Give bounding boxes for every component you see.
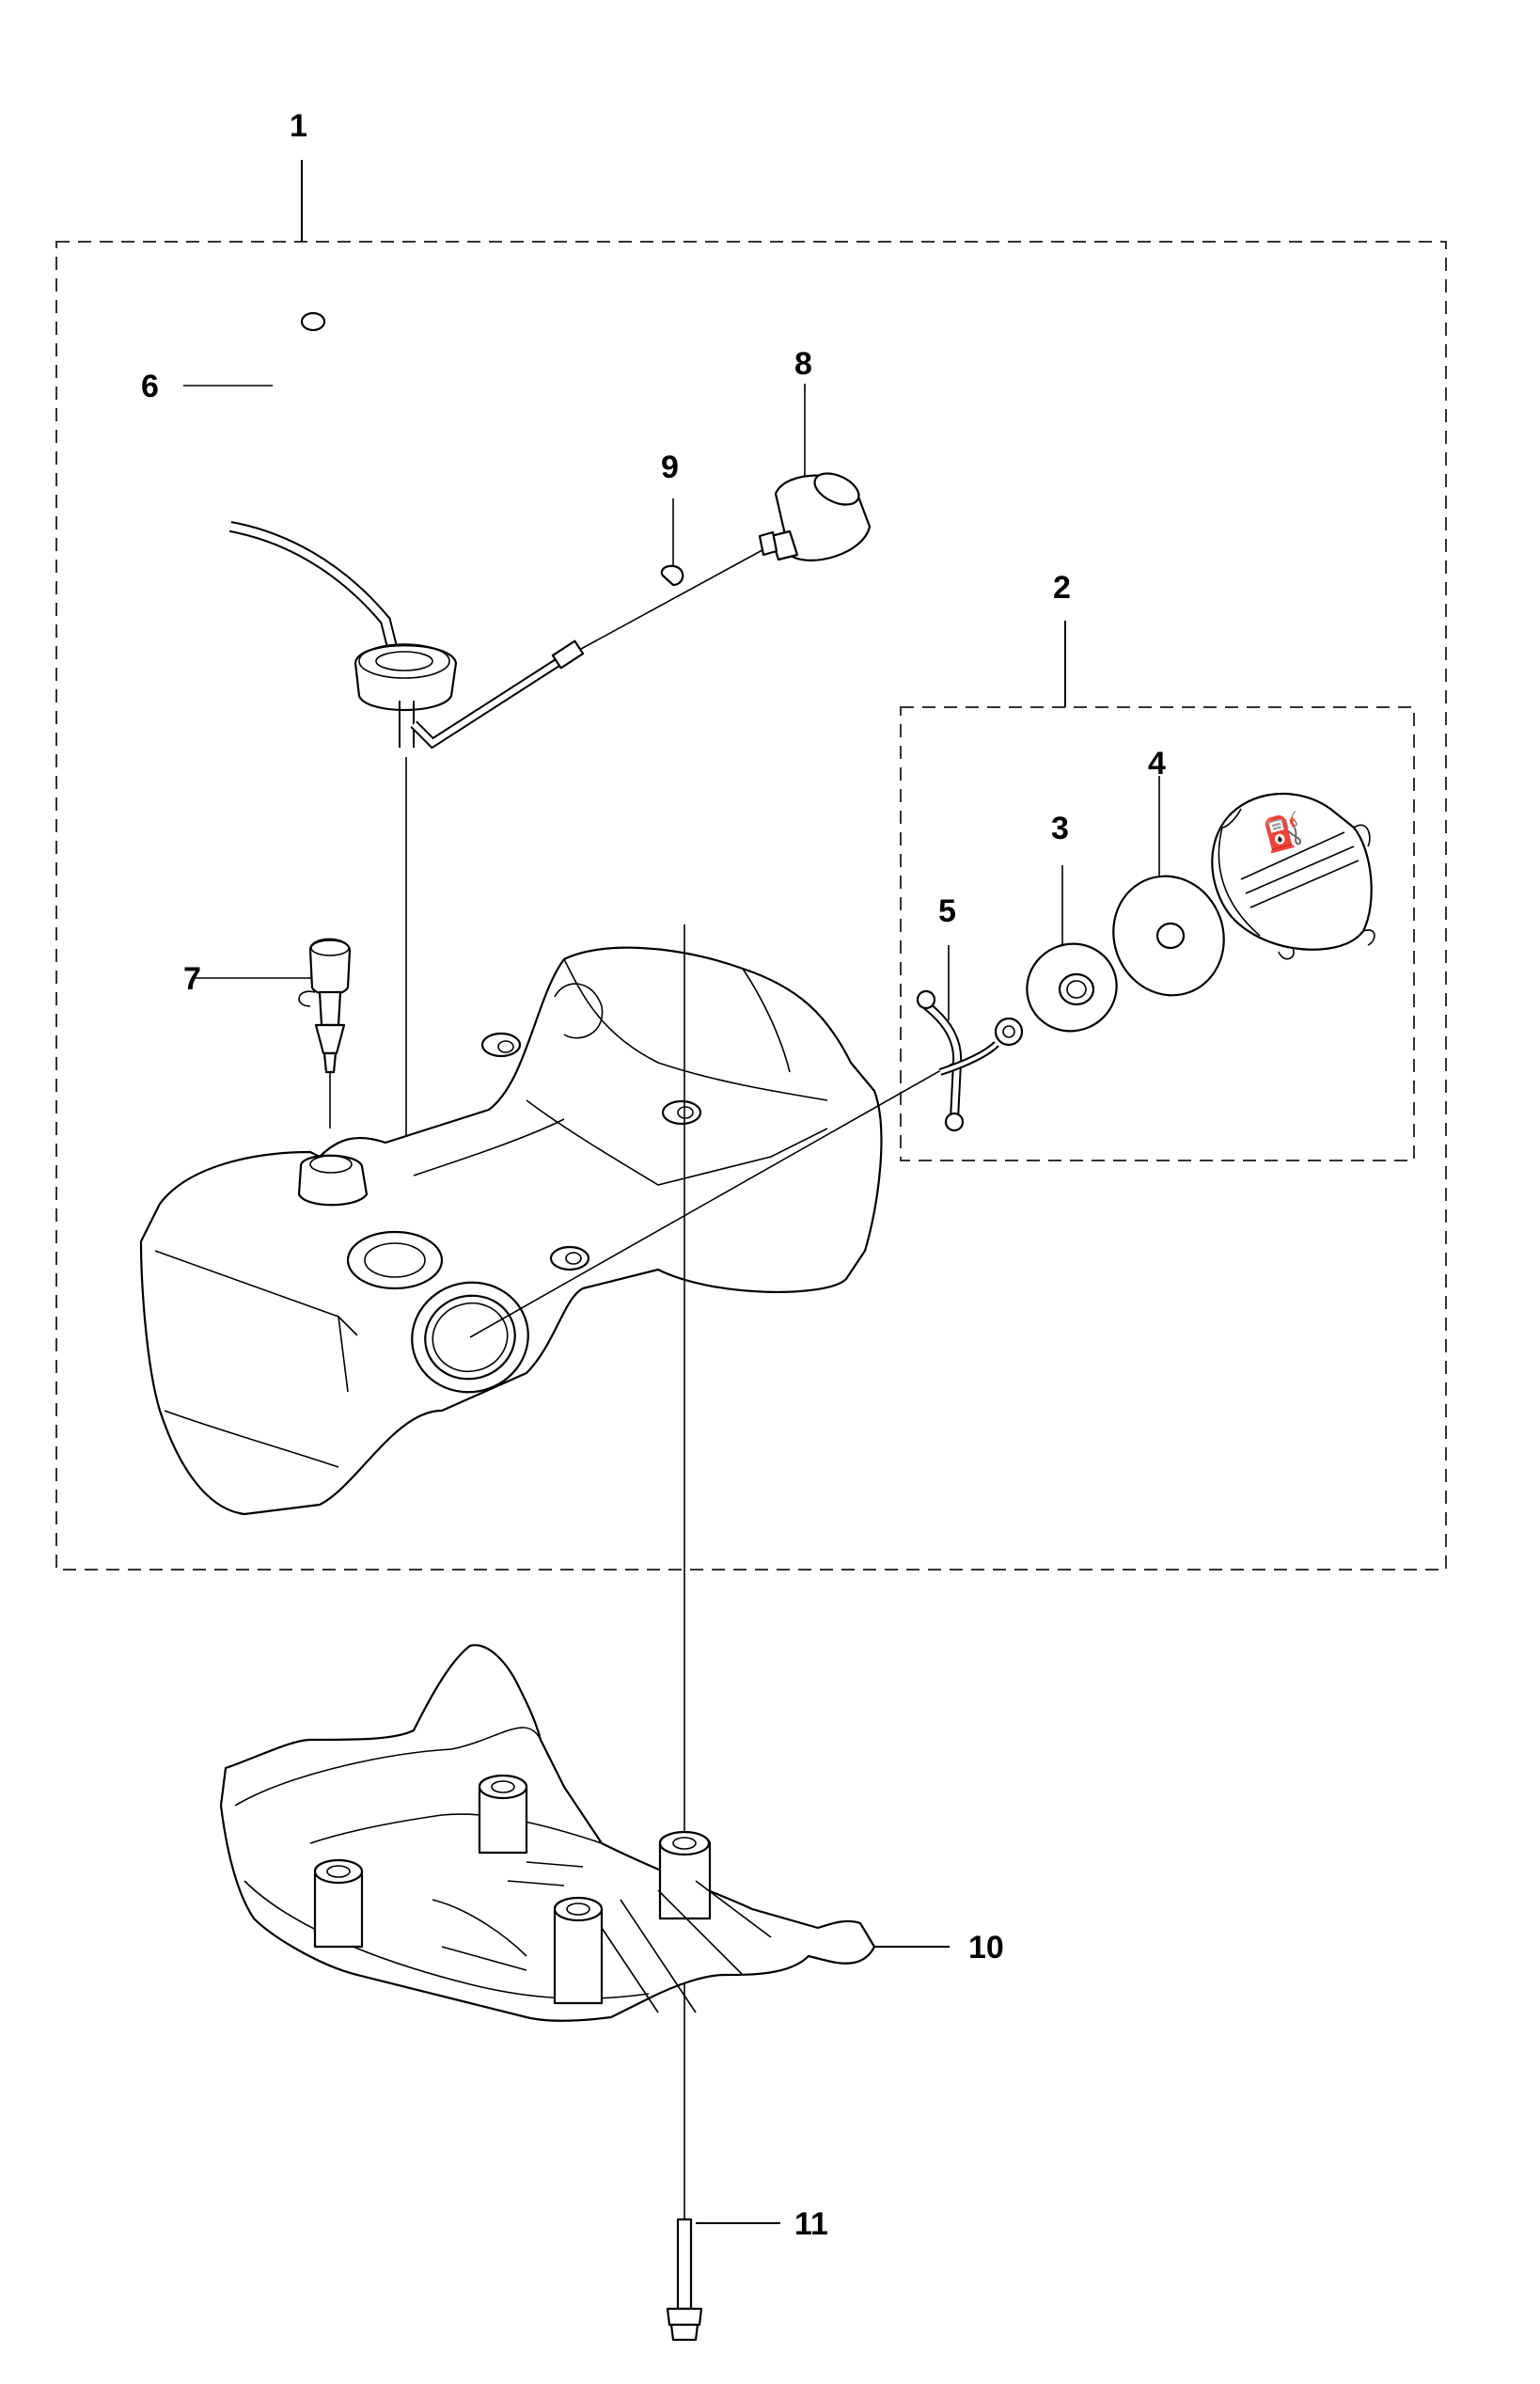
tank-guard-part-10 xyxy=(219,1644,950,2022)
callout-4: 4 xyxy=(1148,746,1166,782)
callout-10: 10 xyxy=(968,1930,1004,1966)
assembly-box-2 xyxy=(900,706,1415,1161)
assembly-box-1 xyxy=(55,241,1447,1571)
callout-2: 2 xyxy=(1053,570,1071,606)
fuel-cap: ⛽ xyxy=(1211,792,1375,960)
valve-part-7 xyxy=(193,938,352,1129)
callout-3: 3 xyxy=(1051,811,1069,846)
hose-clamp-part-9 xyxy=(580,498,772,650)
fuel-tank xyxy=(139,946,883,1516)
fuel-filter-part-8 xyxy=(758,384,872,561)
callout-8: 8 xyxy=(794,346,812,382)
callout-6: 6 xyxy=(141,369,159,404)
callout-7: 7 xyxy=(183,961,201,997)
bolt-part-11 xyxy=(666,2218,780,2342)
fuel-hose-part-6 xyxy=(183,311,585,750)
callout-1: 1 xyxy=(290,108,307,144)
assembly-line-cap xyxy=(469,1062,955,1338)
gasket-part-4 xyxy=(1112,776,1225,997)
callout-11: 11 xyxy=(794,2206,828,2242)
callout-5: 5 xyxy=(938,893,956,929)
gasket-part-3 xyxy=(1026,865,1118,1033)
strap-part-5 xyxy=(916,945,1024,1132)
callout-9: 9 xyxy=(661,450,679,485)
